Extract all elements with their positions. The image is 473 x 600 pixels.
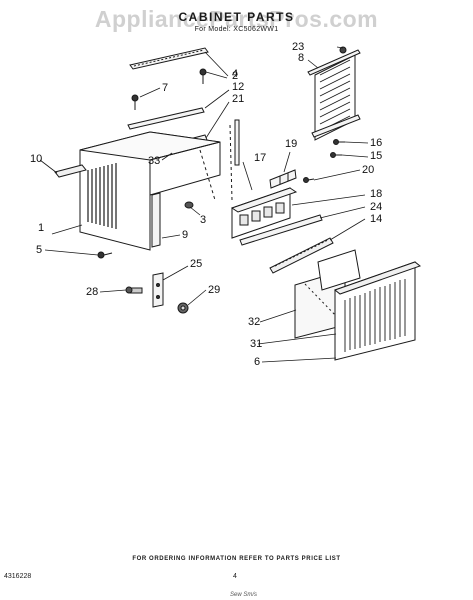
part-6-front-grille (317, 249, 422, 361)
callout-19: 19 (285, 138, 298, 150)
part-28-bolt (125, 286, 143, 294)
callout-9: 9 (182, 229, 189, 241)
callout-2: 2 (232, 70, 239, 82)
part-5-screw (97, 251, 113, 259)
model-line: For Model: XC5062WW1 (194, 26, 279, 33)
page-number: 4 (233, 573, 237, 580)
callout-1: 1 (38, 222, 45, 234)
part-16-screw (333, 139, 345, 145)
part-15-screw (330, 152, 342, 158)
callout-17: 17 (254, 152, 267, 164)
callout-32: 32 (248, 316, 261, 328)
part-23-clip (339, 46, 347, 54)
callout-28: 28 (86, 286, 99, 298)
callout-leaders (39, 46, 369, 363)
callout-15: 15 (370, 150, 383, 162)
callout-21: 21 (232, 93, 245, 105)
callout-8: 8 (298, 52, 305, 64)
part-18-control-bracket (230, 187, 298, 239)
part-7-screw (131, 94, 139, 110)
part-19-bracket (269, 169, 297, 189)
callout-16: 16 (370, 137, 383, 149)
part-9-side-rail (151, 192, 161, 248)
callout-14: 14 (370, 213, 383, 225)
callout-20: 20 (362, 164, 375, 176)
part-20-screw (303, 177, 315, 183)
part-1-cabinet (79, 124, 233, 251)
callout-23: 23 (292, 41, 305, 53)
callout-3: 3 (200, 214, 207, 226)
callout-6: 6 (254, 356, 261, 368)
callout-33: 33 (148, 155, 161, 167)
callout-7: 7 (162, 82, 169, 94)
callout-12: 12 (232, 81, 245, 93)
part-2-top-rail (129, 47, 209, 70)
part-8-curtain-panel (307, 49, 361, 141)
callout-25: 25 (190, 258, 203, 270)
callout-24: 24 (370, 201, 383, 213)
callout-10: 10 (30, 153, 43, 165)
part-25-bracket (152, 272, 164, 308)
part-12-rail (127, 107, 205, 130)
handwritten-signature: Sew Sm/s (230, 592, 258, 598)
callout-29: 29 (208, 284, 221, 296)
part-24-strip (239, 214, 323, 246)
ordering-note: FOR ORDERING INFORMATION REFER TO PARTS … (132, 556, 341, 562)
part-14-strip (269, 237, 334, 274)
callout-31: 31 (250, 338, 263, 350)
part-21-vertical-rail (234, 119, 240, 166)
document-number: 4316228 (4, 573, 32, 580)
part-10-channel (54, 164, 87, 178)
callout-18: 18 (370, 188, 383, 200)
diagram-title: CABINET PARTS (178, 10, 295, 24)
part-4-screw (199, 68, 207, 84)
callout-5: 5 (36, 244, 43, 256)
callout-4: 4 (232, 68, 239, 80)
part-29-nut (177, 302, 189, 314)
part-3-clip (184, 201, 194, 209)
